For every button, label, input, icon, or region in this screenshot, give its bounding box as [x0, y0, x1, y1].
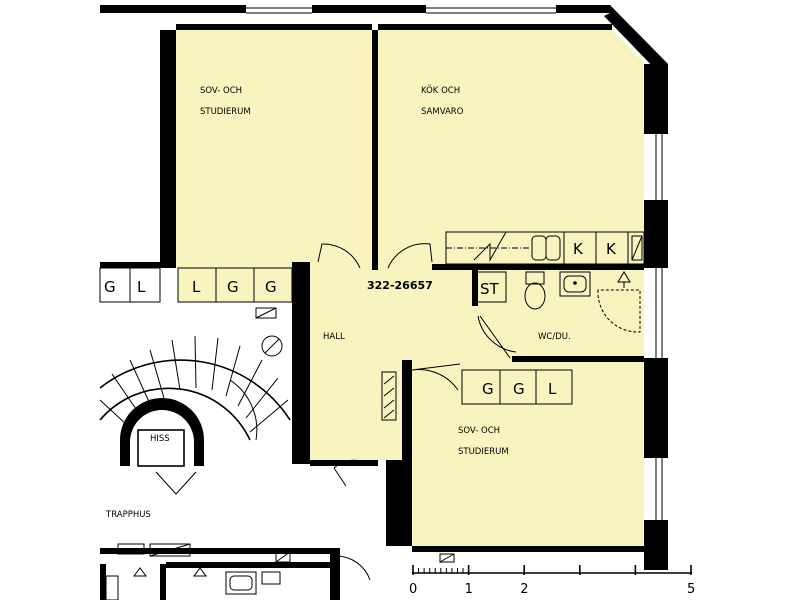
wall-right-a: [644, 64, 668, 134]
wall-top-left: [100, 5, 246, 13]
wall-stair-bottom: [100, 548, 336, 554]
hall-fixtures: [255, 307, 455, 563]
wall-hall-right: [402, 360, 412, 460]
wall-kitchen-bottom: [432, 264, 644, 270]
wc-sink: [559, 271, 591, 297]
stair-outer: [99, 359, 291, 421]
kitchen-label-line2: SAMVARO: [421, 107, 464, 117]
sink-right: [545, 235, 561, 261]
elevator-shaft: [120, 398, 204, 466]
wall-hall-bottom: [310, 460, 378, 466]
wall-left-shelf: [100, 262, 176, 268]
wall-wc-left: [472, 270, 478, 306]
wc-label: WC/DU.: [538, 332, 571, 342]
elevator-label: HISS: [150, 434, 170, 444]
wall-bedroom-bottom: [412, 546, 644, 552]
elevator-car: [137, 429, 185, 467]
st-label: ST: [480, 280, 500, 298]
kitchen-label-line1: KÖK OCH: [421, 85, 460, 96]
door-bedroom-top: [317, 243, 361, 269]
scale-label: 0: [409, 582, 417, 597]
door-hall-bottom: [333, 459, 365, 487]
storage-bedroom-top-0: L: [192, 278, 201, 296]
door-bedroom-bottom: [411, 363, 461, 391]
stairwell-label: TRAPPHUS: [105, 510, 151, 520]
bedroom-bottom-label-line2: STUDIERUM: [458, 447, 509, 457]
scale-label: 1: [465, 582, 473, 597]
stairwell: [99, 335, 291, 600]
bedroom-top-storage-fill: [178, 268, 292, 302]
wc-fill: [472, 268, 644, 362]
bedroom-bottom-label-line1: SOV- OCH: [458, 426, 500, 436]
wardrobe: [381, 371, 397, 421]
wall-top-mid: [312, 5, 426, 13]
scale-label: 5: [687, 582, 695, 597]
shower-icon: [617, 271, 631, 288]
storage-bedroom-bottom-0: G: [482, 380, 494, 398]
bedroom-top-label-line1: SOV- OCH: [200, 86, 242, 96]
door-kitchen: [387, 243, 433, 269]
bedroom-bottom-fill: [412, 362, 644, 546]
door-wc: [477, 315, 517, 359]
storage-bedroom-bottom-2: L: [548, 380, 557, 398]
wall-top-inner-a: [176, 24, 372, 30]
wall-corner-diag: [604, 5, 668, 74]
wall-top-right: [556, 5, 610, 13]
toilet: [524, 282, 546, 310]
scale-ticks: [412, 565, 692, 575]
wall-right-b: [644, 200, 668, 268]
wall-hall-top-left: [292, 262, 310, 312]
storage: [99, 231, 645, 405]
bedroom-top-label-line2: STUDIERUM: [200, 107, 251, 117]
hall-label: HALL: [323, 332, 345, 342]
stair-inner: [99, 387, 251, 441]
hall-fill: [310, 268, 472, 460]
walls: [100, 5, 668, 600]
scale-bar: 0 1 2 5: [409, 565, 695, 597]
kitchen-cabinet-1: K: [606, 240, 617, 258]
wall-bedroom-bottom-top: [512, 356, 644, 362]
room-fills: [176, 30, 644, 546]
doors: [317, 243, 641, 581]
wall-bedroom-left: [160, 30, 176, 268]
scale-label: 2: [520, 582, 528, 597]
storage-bedroom-top-2: G: [265, 278, 277, 296]
ventilation-icon: [261, 335, 283, 357]
wall-hall-left: [292, 312, 310, 464]
kitchen-fill: [378, 30, 644, 268]
scale-labels: 0 1 2 5: [409, 582, 695, 597]
wall-top-inner-b: [378, 24, 612, 30]
storage-left-1: L: [137, 278, 146, 296]
bedroom-top-fill: [176, 30, 372, 268]
wall-right-d: [644, 520, 668, 570]
apartment-number: 322-26657: [367, 279, 433, 292]
storage-bedroom-top-1: G: [227, 278, 239, 296]
room-labels: SOV- OCH STUDIERUM KÖK OCH SAMVARO HALL …: [105, 85, 571, 520]
kitchen-cabinet-0: K: [573, 240, 584, 258]
storage-left-0: G: [104, 278, 116, 296]
wall-right-c: [644, 358, 668, 458]
storage-bedroom-bottom-1: G: [513, 380, 525, 398]
st-closet: [475, 271, 507, 303]
door-wc-shower: [597, 289, 641, 333]
storage-labels: G L L G G K K ST G G L: [104, 240, 617, 398]
door-stair: [335, 555, 371, 581]
wall-bed-kitchen: [372, 30, 378, 270]
